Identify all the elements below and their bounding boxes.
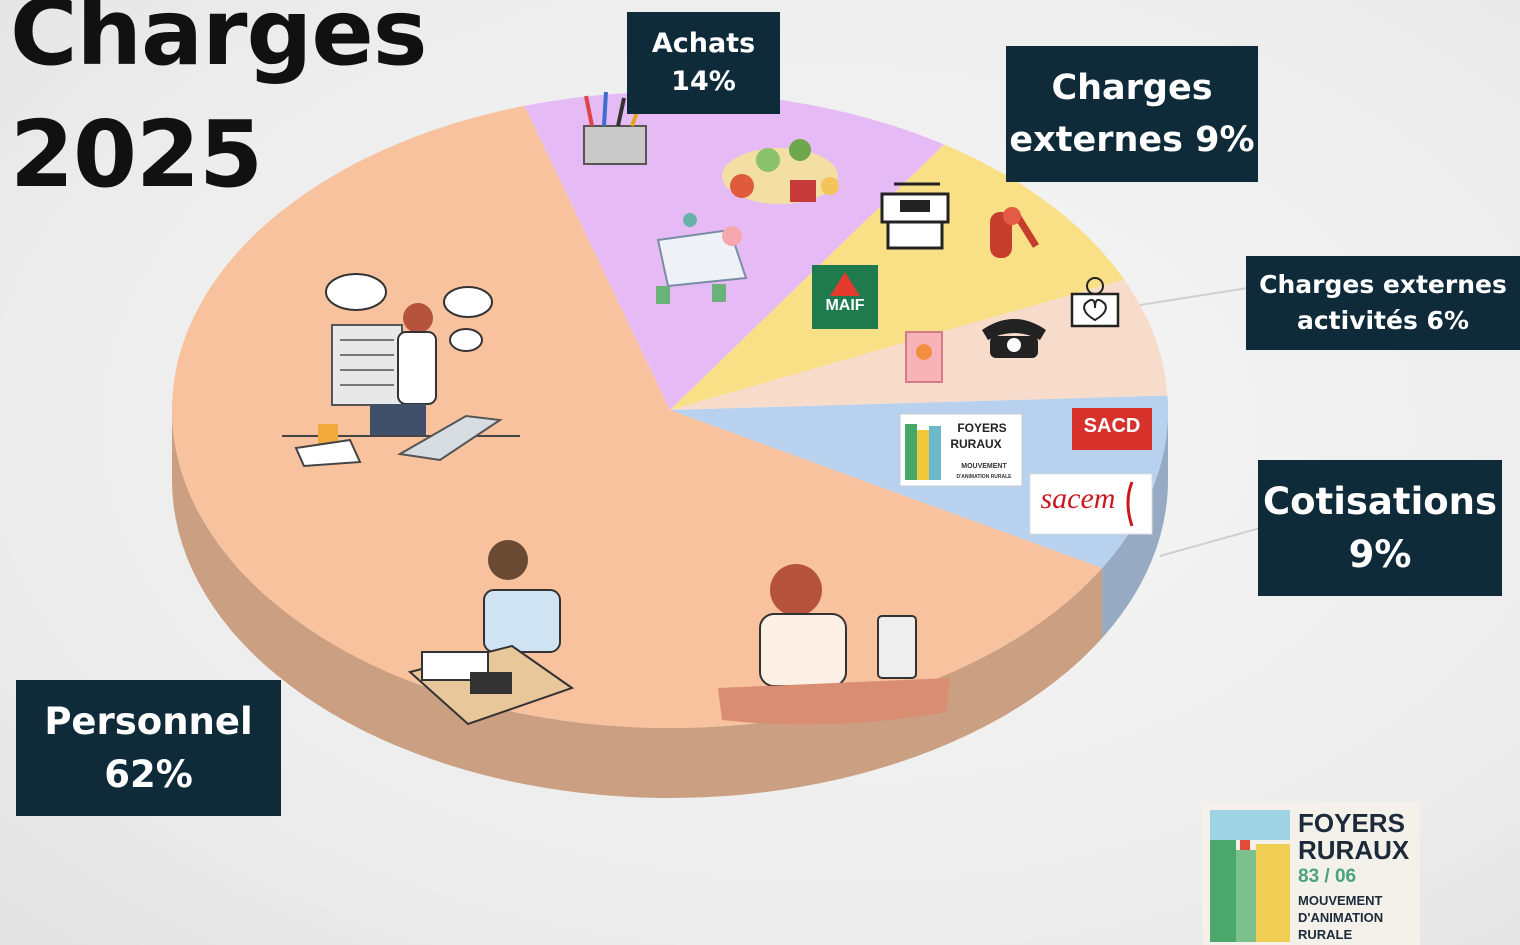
brand-name: FOYERS RURAUX bbox=[1298, 810, 1409, 864]
label-cotisations-line-1: Cotisations bbox=[1262, 480, 1498, 523]
brand-name-line-2: RURAUX bbox=[1298, 835, 1410, 865]
donation-box-icon bbox=[1070, 277, 1120, 328]
foyers-small-line-3: MOUVEMENT bbox=[961, 463, 1007, 470]
groceries-icon bbox=[722, 139, 839, 204]
leader-lines bbox=[1139, 287, 1261, 557]
foyers-small-line-1: FOYERS bbox=[957, 421, 1006, 435]
foyers-small-line-4: D'ANIMATION RURALE bbox=[957, 474, 1013, 480]
label-cotisations: Cotisations 9% bbox=[1258, 460, 1502, 596]
pie-top-layer bbox=[171, 91, 1168, 729]
chart-title: Charges 2025 bbox=[10, 0, 427, 216]
label-activites-line-2: activités 6% bbox=[1296, 306, 1469, 335]
pie-side-4-0 bbox=[172, 410, 1103, 798]
leader-line-cotisations bbox=[1159, 527, 1261, 557]
label-charges-externes-activites: Charges externes activités 6% bbox=[1246, 256, 1520, 350]
label-personnel-line-2: 62% bbox=[104, 753, 193, 796]
telephone-icon bbox=[982, 319, 1046, 358]
poster-icon bbox=[905, 331, 943, 383]
sacem-logo: sacem bbox=[1029, 473, 1153, 535]
title-line-1: Charges bbox=[10, 0, 427, 86]
foyers-ruraux-logo-small: FOYERS RURAUX MOUVEMENT D'ANIMATION RURA… bbox=[899, 413, 1023, 487]
label-activites-line-1: Charges externes bbox=[1259, 270, 1507, 299]
label-cotisations-line-2: 9% bbox=[1348, 533, 1412, 576]
sacem-text: sacem bbox=[1041, 482, 1116, 515]
brand-tagline: MOUVEMENT D'ANIMATION RURALE bbox=[1298, 892, 1383, 943]
sacd-logo: SACD bbox=[1072, 408, 1152, 450]
woman-accounting-icon bbox=[407, 540, 575, 726]
foyers-small-line-2: RURAUX bbox=[950, 437, 1001, 451]
label-charges-externes-line-1: Charges bbox=[1051, 68, 1213, 108]
brand-tag-line-1: MOUVEMENT bbox=[1298, 893, 1383, 908]
label-personnel-line-1: Personnel bbox=[44, 700, 253, 743]
label-personnel: Personnel 62% bbox=[16, 680, 281, 816]
foyers-ruraux-logo-art bbox=[1210, 810, 1290, 942]
keys-icon bbox=[990, 207, 1039, 258]
crafts-icon bbox=[656, 213, 748, 304]
brand-name-line-1: FOYERS bbox=[1298, 808, 1405, 838]
label-achats: Achats 14% bbox=[627, 12, 780, 114]
pie-slice-personnel bbox=[171, 105, 1103, 729]
label-achats-line-1: Achats bbox=[651, 28, 756, 59]
foyers-ruraux-logo: FOYERS RURAUX 83 / 06 MOUVEMENT D'ANIMAT… bbox=[1202, 802, 1420, 945]
label-achats-line-2: 14% bbox=[671, 66, 736, 97]
brand-tag-line-3: RURALE bbox=[1298, 927, 1353, 942]
title-line-2: 2025 bbox=[10, 101, 263, 208]
maif-logo: MAIF bbox=[812, 265, 878, 329]
woman-on-phone-icon bbox=[718, 564, 950, 725]
sacd-text: SACD bbox=[1084, 415, 1141, 437]
label-charges-externes-line-2: externes 9% bbox=[1009, 120, 1255, 160]
label-charges-externes: Charges externes 9% bbox=[1006, 46, 1258, 182]
brand-tag-line-2: D'ANIMATION bbox=[1298, 910, 1384, 925]
maif-text: MAIF bbox=[825, 297, 864, 314]
stationery-icon bbox=[583, 91, 647, 165]
photocopier-icon bbox=[880, 182, 950, 250]
leader-line-activites bbox=[1139, 287, 1249, 306]
office-worker-with-papers-icon bbox=[282, 273, 520, 468]
brand-code: 83 / 06 bbox=[1298, 866, 1357, 887]
